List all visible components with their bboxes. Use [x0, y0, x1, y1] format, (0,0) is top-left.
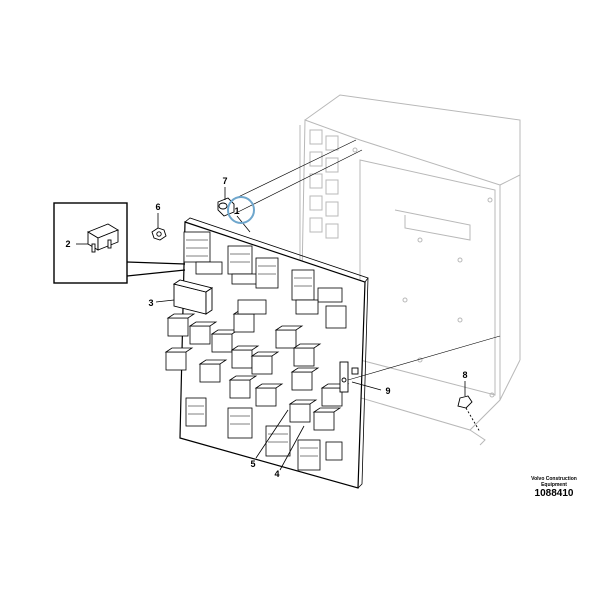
connector-blocks	[183, 231, 347, 329]
callout-7: 7	[222, 176, 227, 186]
highlight-ring	[227, 196, 255, 224]
document-number: 1088410	[534, 488, 574, 499]
brand-line-2: Equipment	[541, 482, 567, 488]
callout-3: 3	[148, 298, 153, 308]
callout-2: 2	[65, 239, 70, 249]
callout-4: 4	[274, 469, 279, 479]
screw-icon	[457, 395, 481, 433]
bottom-connector-blocks	[185, 397, 343, 471]
callout-8: 8	[462, 370, 467, 380]
large-relay-block	[172, 279, 214, 315]
fuse-detail-box	[53, 202, 186, 284]
side-bracket	[339, 361, 359, 393]
callout-1: 1	[234, 206, 239, 216]
leader-lines	[76, 139, 501, 471]
callout-9: 9	[385, 386, 390, 396]
callout-5: 5	[250, 459, 255, 469]
relay-blocks	[164, 309, 350, 431]
brand-line-1: Volvo Construction	[531, 476, 577, 482]
pin-detail	[186, 239, 318, 457]
nut-icon	[151, 227, 167, 241]
blade-fuse-icon	[86, 223, 120, 253]
callout-6: 6	[155, 202, 160, 212]
